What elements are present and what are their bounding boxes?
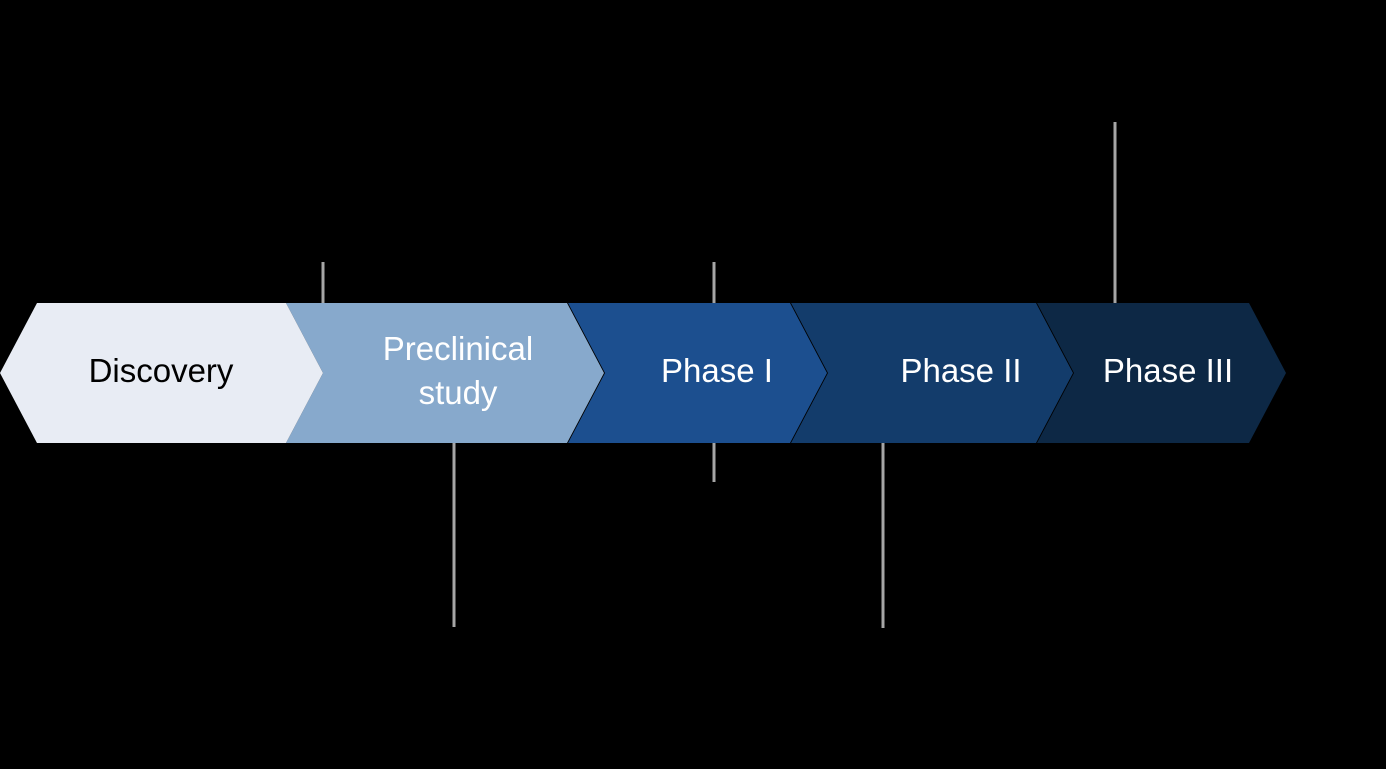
chevron-label-line: Phase III bbox=[1103, 352, 1233, 389]
chevron-label-line: study bbox=[419, 374, 498, 411]
chevron-label-line: Phase II bbox=[900, 352, 1021, 389]
chevron-label-line: Discovery bbox=[89, 352, 234, 389]
chevron-label-phase-iii: Phase III bbox=[1103, 352, 1233, 389]
chevron-label-phase-i: Phase I bbox=[661, 352, 773, 389]
chevron-label-line: Phase I bbox=[661, 352, 773, 389]
chevron-label-line: Preclinical bbox=[383, 330, 533, 367]
chevron-label-phase-ii: Phase II bbox=[900, 352, 1021, 389]
chevron-label-discovery: Discovery bbox=[89, 352, 234, 389]
